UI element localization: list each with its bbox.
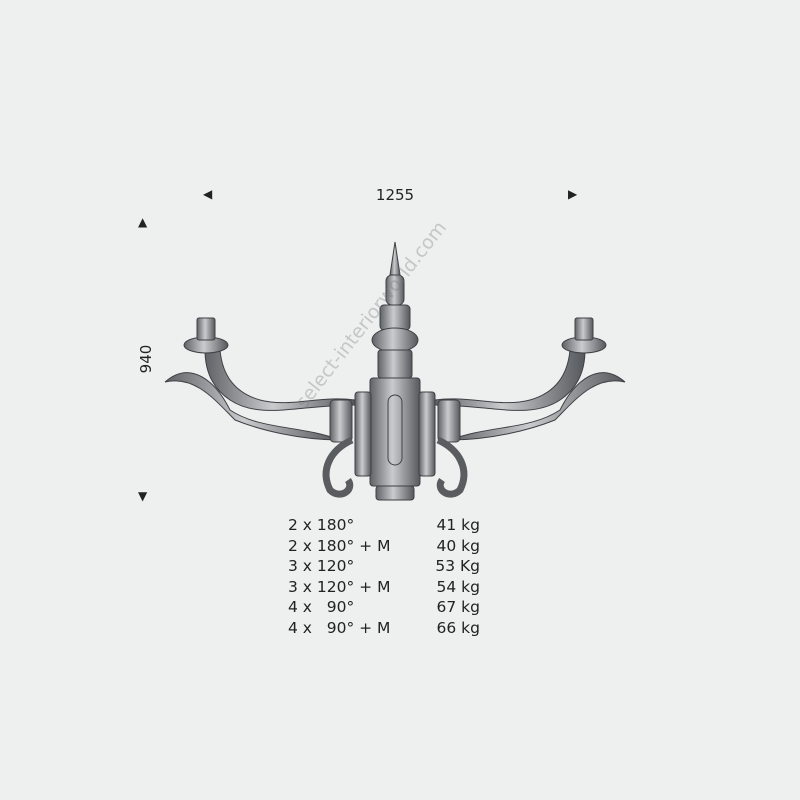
config-label: 3 x 120°	[288, 557, 355, 576]
table-row: 4 x 90° + M 66 kg	[288, 618, 480, 639]
config-label: 3 x 120° + M	[288, 577, 391, 596]
table-row: 4 x 90° 67 kg	[288, 597, 480, 618]
config-label: 2 x 180° + M	[288, 536, 391, 555]
weight-value: 53 Kg	[435, 557, 480, 576]
weight-value: 41 kg	[436, 516, 480, 534]
table-row: 3 x 120° + M 54 kg	[288, 577, 480, 598]
table-row: 2 x 180° + M 40 kg	[288, 536, 480, 557]
table-row: 2 x 180° 41 kg	[288, 515, 480, 536]
weight-value: 40 kg	[436, 536, 480, 555]
arrow-down-icon: ▼	[138, 489, 148, 503]
arrow-right-icon: ▶	[568, 187, 578, 201]
table-row: 3 x 120° 53 Kg	[288, 556, 480, 577]
weight-value: 67 kg	[436, 598, 480, 617]
config-label: 4 x 90° + M	[288, 618, 391, 637]
width-dimension: 1255	[375, 186, 415, 204]
config-label: 4 x 90°	[288, 598, 355, 617]
arrow-up-icon: ▲	[138, 215, 148, 229]
weight-value: 66 kg	[436, 618, 480, 637]
configuration-weight-table: 2 x 180° 41 kg 2 x 180° + M 40 kg 3 x 120°…	[288, 515, 480, 639]
arrow-left-icon: ◀	[203, 187, 213, 201]
weight-value: 54 kg	[436, 577, 480, 596]
config-label: 2 x 180°	[288, 516, 355, 534]
